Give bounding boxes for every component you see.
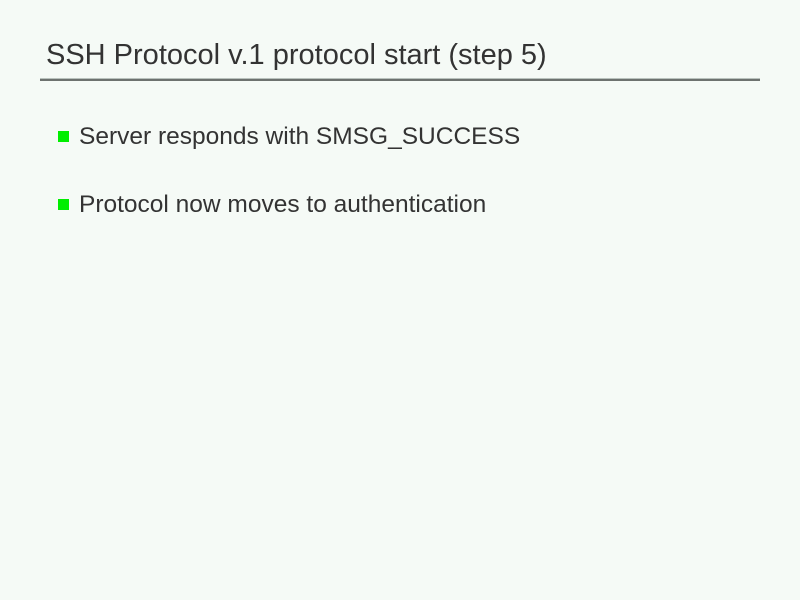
list-item: Server responds with SMSG_SUCCESS <box>58 122 758 190</box>
slide-title: SSH Protocol v.1 protocol start (step 5) <box>46 39 547 71</box>
green-square-bullet-icon <box>58 131 69 142</box>
bullet-text: Protocol now moves to authentication <box>79 191 487 218</box>
green-square-bullet-icon <box>58 199 69 210</box>
list-item: Protocol now moves to authentication <box>58 190 758 258</box>
title-divider-rule <box>40 78 760 82</box>
bullet-text: Server responds with SMSG_SUCCESS <box>79 123 521 150</box>
slide-bullet-list: Server responds with SMSG_SUCCESS Protoc… <box>58 122 758 258</box>
